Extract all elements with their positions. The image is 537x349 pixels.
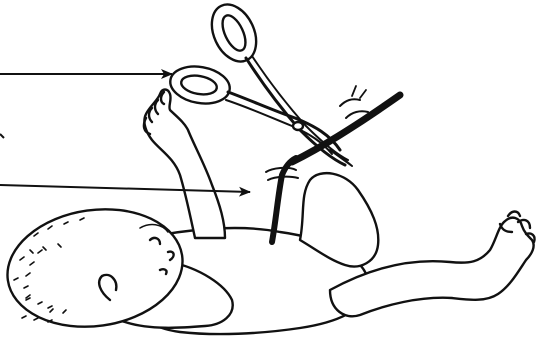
edge-tick	[0, 134, 4, 138]
cord-tie-upper	[340, 99, 368, 118]
